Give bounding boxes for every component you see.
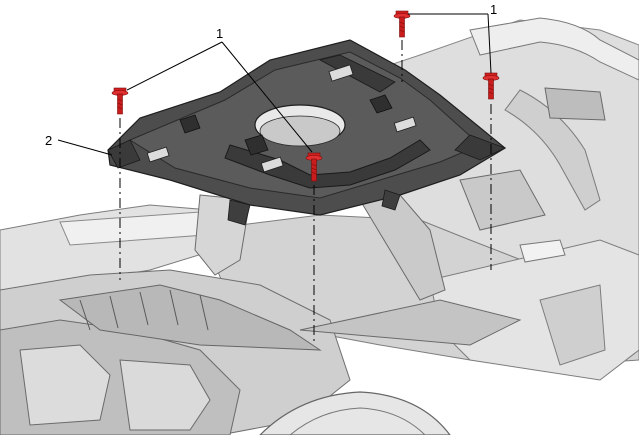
leader-lines (57, 13, 492, 156)
callout-label-2: 2 (45, 133, 52, 148)
instrument-panel-icon (0, 17, 639, 435)
bolt-center (305, 152, 323, 182)
bracket-icon (107, 39, 507, 226)
alignment-lines (119, 40, 492, 345)
bolt-left (111, 87, 129, 115)
callout-label-1-center: 1 (216, 26, 223, 41)
callout-labels: 1 1 2 (45, 2, 497, 148)
bolt-top-right (393, 10, 411, 38)
callout-label-1-right: 1 (490, 2, 497, 17)
bolt-icon (111, 10, 500, 182)
bolt-right (482, 72, 500, 100)
